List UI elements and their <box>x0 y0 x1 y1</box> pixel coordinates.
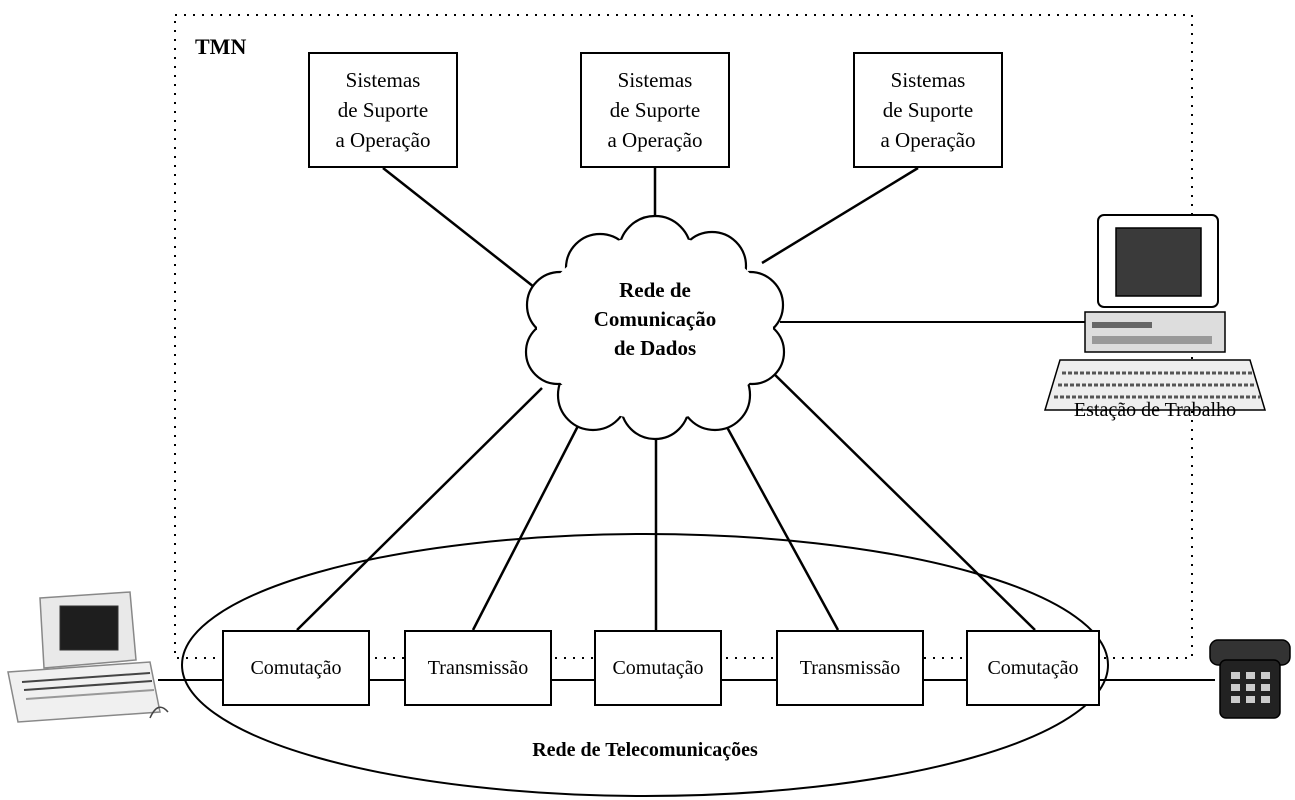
tmn-label: TMN <box>195 34 247 59</box>
network-element-4: Transmissão <box>776 630 924 706</box>
telephone-icon <box>1209 639 1291 719</box>
link-oss1-cloud <box>382 167 549 299</box>
tmn-boundary <box>174 14 1193 659</box>
link-cloud-ne4 <box>720 417 840 631</box>
cloud-label: Rede de Comunicação de Dados <box>575 276 735 363</box>
oss-box-line: a Operação <box>880 128 976 152</box>
cloud-label-line: de Dados <box>613 336 697 360</box>
oss-box-line: de Suporte <box>882 98 974 122</box>
workstation-icon <box>1043 214 1267 411</box>
cloud-label-line: Comunicação <box>593 307 717 331</box>
oss-box-line: de Suporte <box>609 98 701 122</box>
oss-box-2: Sistemas de Suporte a Operação <box>580 52 730 168</box>
network-element-1: Comutação <box>222 630 370 706</box>
oss-box-line: a Operação <box>607 128 703 152</box>
terminal-icon <box>7 591 169 723</box>
network-element-5: Comutação <box>966 630 1100 706</box>
oss-box-line: a Operação <box>335 128 431 152</box>
oss-box-1: Sistemas de Suporte a Operação <box>308 52 458 168</box>
oss-box-line: Sistemas <box>890 68 966 92</box>
cloud-label-line: Rede de <box>619 278 691 302</box>
link-cloud-ne1 <box>296 387 543 631</box>
telecom-network-ellipse <box>181 533 1109 797</box>
network-element-3: Comutação <box>594 630 722 706</box>
oss-box-line: Sistemas <box>345 68 421 92</box>
oss-box-line: Sistemas <box>617 68 693 92</box>
oss-box-line: de Suporte <box>337 98 429 122</box>
link-oss3-cloud <box>761 166 919 265</box>
link-cloud-ne5 <box>767 367 1036 631</box>
network-element-2: Transmissão <box>404 630 552 706</box>
workstation-label: Estação de Trabalho <box>1073 399 1237 421</box>
link-cloud-ne2 <box>471 421 582 631</box>
oss-box-3: Sistemas de Suporte a Operação <box>853 52 1003 168</box>
telecom-network-label: Rede de Telecomunicações <box>532 739 758 761</box>
